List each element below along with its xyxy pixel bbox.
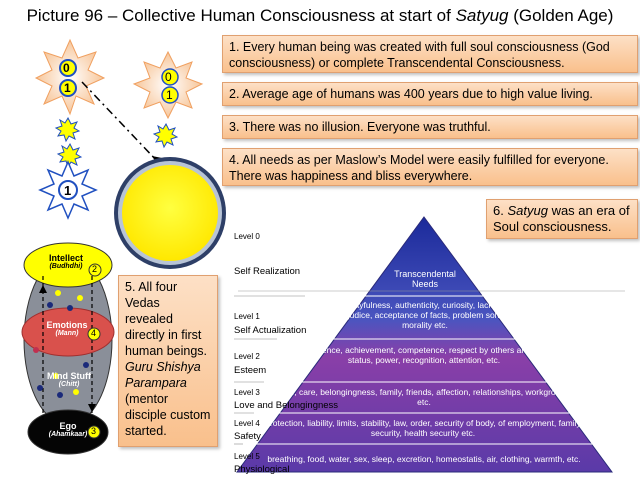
pyramid-level-4-text: protection, liability, limits, stability… xyxy=(262,418,584,438)
sun xyxy=(122,165,218,261)
level-3: Level 3 xyxy=(234,388,260,397)
box-4: 4. All needs as per Maslow’s Model were … xyxy=(222,148,638,186)
intellect-num: 2 xyxy=(92,264,97,274)
star-top-left xyxy=(36,40,104,114)
star-label-1-middle: 1 xyxy=(64,183,71,198)
box-6: 6. Satyug was an era of Soul consciousne… xyxy=(486,199,638,239)
star-label-0-left: 0 xyxy=(63,61,70,75)
star-label-1-left: 1 xyxy=(64,81,71,95)
level-2: Level 2 xyxy=(234,352,260,361)
star-label-1-right: 1 xyxy=(166,88,173,102)
pyramid-level-1-text: playfulness, authenticity, curiosity, la… xyxy=(330,300,520,330)
pyramid-level-5-text: breathing, food, water, sex, sleep, excr… xyxy=(252,454,596,464)
star-label-0-right: 0 xyxy=(165,70,172,84)
pyramid-level-0-text: Transcendental Needs xyxy=(380,269,470,289)
dash-dot-arrow xyxy=(82,82,158,162)
intellect-label: Intellect(Budhdhi) xyxy=(40,253,92,270)
level-4: Level 4 xyxy=(234,419,260,428)
level-1-name: Self Actualization xyxy=(234,325,306,336)
pyramid-level-3-text: love, care, belongingness, family, frien… xyxy=(276,387,572,407)
ego-label: Ego(Ahamkaar) xyxy=(40,421,96,438)
small-star-3 xyxy=(154,124,177,147)
small-star-1 xyxy=(56,118,79,141)
level-0: Level 0 xyxy=(234,232,260,241)
box-5: 5. All four Vedas revealed directly in f… xyxy=(118,275,218,447)
level-4-name: Safety xyxy=(234,431,261,442)
box-3: 3. There was no illusion. Everyone was t… xyxy=(222,115,638,139)
small-star-2 xyxy=(58,144,81,167)
level-1: Level 1 xyxy=(234,312,260,321)
emotions-label: Emotions(Mann) xyxy=(38,320,96,337)
box-2: 2. Average age of humans was 400 years d… xyxy=(222,82,638,106)
pyramid-level-2-text: confidence, achievement, competence, res… xyxy=(290,345,558,365)
box-1: 1. Every human being was created with fu… xyxy=(222,35,638,73)
level-0-name: Self Realization xyxy=(234,266,300,277)
level-5-name: Physiological xyxy=(234,464,289,475)
level-2-name: Esteem xyxy=(234,365,266,376)
emotions-num: 4 xyxy=(91,328,96,338)
mindstuff-label: Mind Stuff(Chitt) xyxy=(40,371,98,388)
ego-num: 3 xyxy=(91,426,96,436)
